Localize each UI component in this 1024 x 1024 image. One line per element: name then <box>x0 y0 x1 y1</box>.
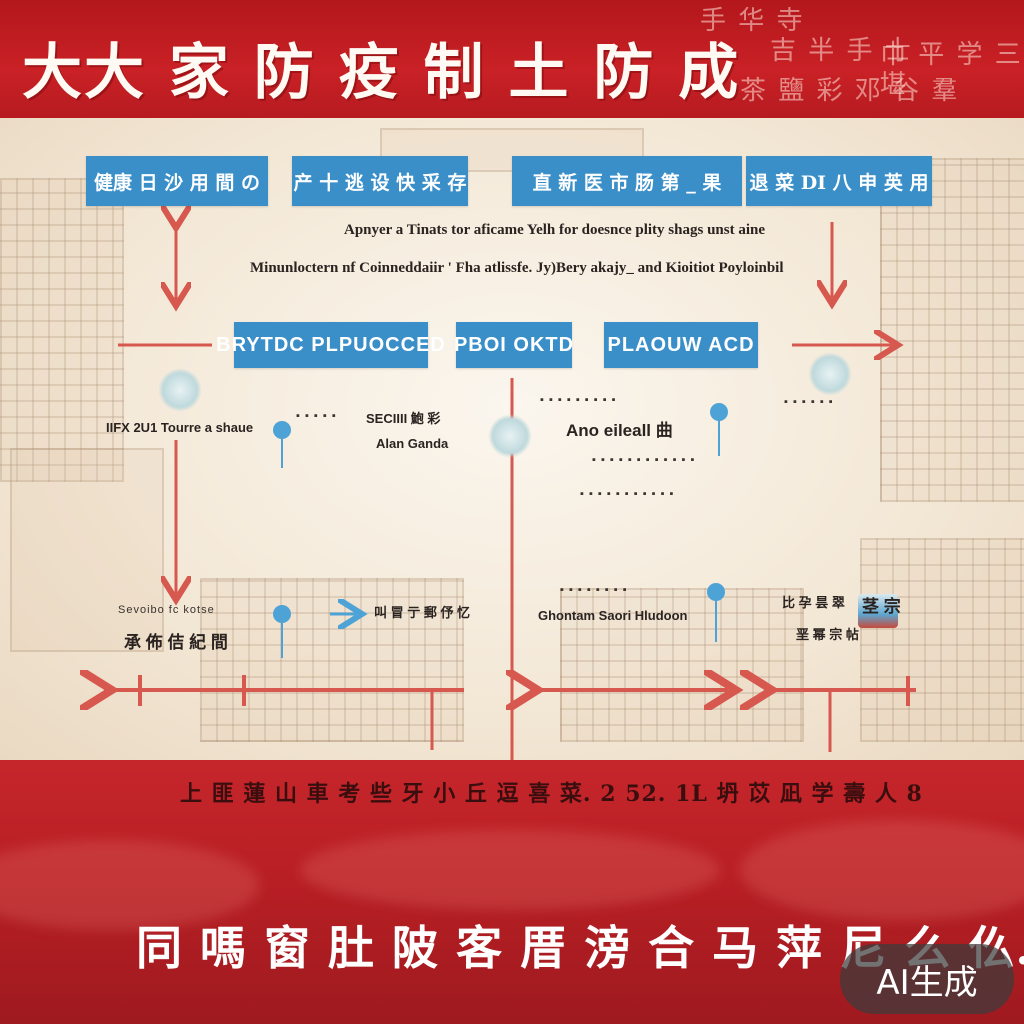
ai-generated-badge: AI生成 <box>840 944 1014 1014</box>
dotted-placeholder-text: ▪ ▪ ▪ ▪ ▪ ▪ ▪ ▪ ▪ ▪ ▪ ▪ <box>592 454 696 466</box>
header-decoration: 茶 鹽 彩 邓 谷 羣 <box>740 76 960 106</box>
dotted-placeholder-text: ▪ ▪ ▪ ▪ ▪ ▪ ▪ ▪ <box>560 584 628 596</box>
footer-subtitle: 上 匪 蓮 山 車 考 些 牙 小 丘 逗 喜 菜. 2 52. 1L 坍 苡 … <box>180 781 923 807</box>
right-label-a: 比 孕 昙 翠 <box>782 595 845 610</box>
smoke-decoration <box>0 840 260 930</box>
right-label-b: 垩 幂 宗 帖 <box>796 627 859 642</box>
background-building <box>860 538 1024 742</box>
background-building <box>560 588 804 742</box>
diagram-caption-line-1: Apnyer a Tinats tor aficame Yelh for doe… <box>344 222 766 238</box>
background-building <box>880 158 1024 502</box>
center-left-label-a: SECIIII 鮑 彩 <box>366 411 441 426</box>
mid-box-1: BRYTDC PLPUOCCED <box>216 322 445 368</box>
blue-node-stem <box>718 420 720 456</box>
page-title: 大大 家 防 疫 制 土 防 成 <box>22 38 741 108</box>
blue-node-stem <box>715 600 717 642</box>
dotted-placeholder-text: ▪ ▪ ▪ ▪ ▪ ▪ <box>784 396 834 408</box>
top-box-4: 退 菜 DI 八 申 英 用 <box>746 156 932 206</box>
header-decoration: 巾 平 学 三 堪 <box>880 40 1023 100</box>
center-left-label-c: 叫 冒 亍 郵 伃 忆 <box>374 605 471 620</box>
header-decoration: 手 华 寺 <box>700 6 805 36</box>
dotted-placeholder-text: ▪ ▪ ▪ ▪ ▪ <box>296 410 337 422</box>
blue-node-dot <box>273 605 291 623</box>
blue-node-stem <box>281 622 283 658</box>
dotted-placeholder-text: ▪ ▪ ▪ ▪ ▪ ▪ ▪ ▪ ▪ ▪ ▪ <box>580 488 675 500</box>
smoke-decoration <box>740 820 1024 920</box>
right-label-c: 茎 宗 <box>862 597 901 616</box>
top-box-1: 健康 日 沙 用 間 の <box>86 156 268 206</box>
dotted-placeholder-text: ▪ ▪ ▪ ▪ ▪ ▪ ▪ ▪ ▪ <box>540 394 617 406</box>
header-band: 手 华 寺 吉 半 手 士 巾 平 学 三 堪 茶 鹽 彩 邓 谷 羣 大大 家… <box>0 0 1024 118</box>
center-right-label-b: Ghontam Saori Hludoon <box>538 608 688 623</box>
blue-node-stem <box>281 438 283 468</box>
background-building <box>10 448 164 652</box>
blue-node-dot <box>273 421 291 439</box>
background-building <box>200 578 464 742</box>
tree-thumbnail <box>808 352 852 396</box>
pavilion-thumbnail <box>158 368 202 412</box>
landscape-stamp-thumbnail <box>858 594 898 628</box>
mid-box-3: PLAOUW ACD <box>604 322 758 368</box>
top-box-3: 直 新 医 市 肠 第 _ 果 <box>512 156 742 206</box>
left-label-b: Sevoibo fc kotse <box>118 604 215 616</box>
mid-box-2: PBOI OKTD <box>454 322 573 368</box>
blue-node-dot <box>710 403 728 421</box>
building-thumbnail <box>488 414 532 458</box>
left-label-a: IIFX 2U1 Tourre a shaue <box>106 420 254 435</box>
background-building <box>0 178 124 482</box>
diagram-caption-line-2: Minunloctern nf Coinneddaiir ' Fha atlis… <box>250 260 784 276</box>
smoke-decoration <box>300 830 720 910</box>
center-right-label-a: Ano eileall 曲 <box>566 421 673 440</box>
center-left-label-b: Alan Ganda <box>376 436 449 451</box>
blue-node-dot <box>707 583 725 601</box>
top-box-2: 产 十 逃 设 快 采 存 <box>292 156 468 206</box>
header-decoration: 吉 半 手 士 <box>770 36 913 66</box>
left-label-c: 承 佈 佶 紀 間 <box>124 633 228 652</box>
